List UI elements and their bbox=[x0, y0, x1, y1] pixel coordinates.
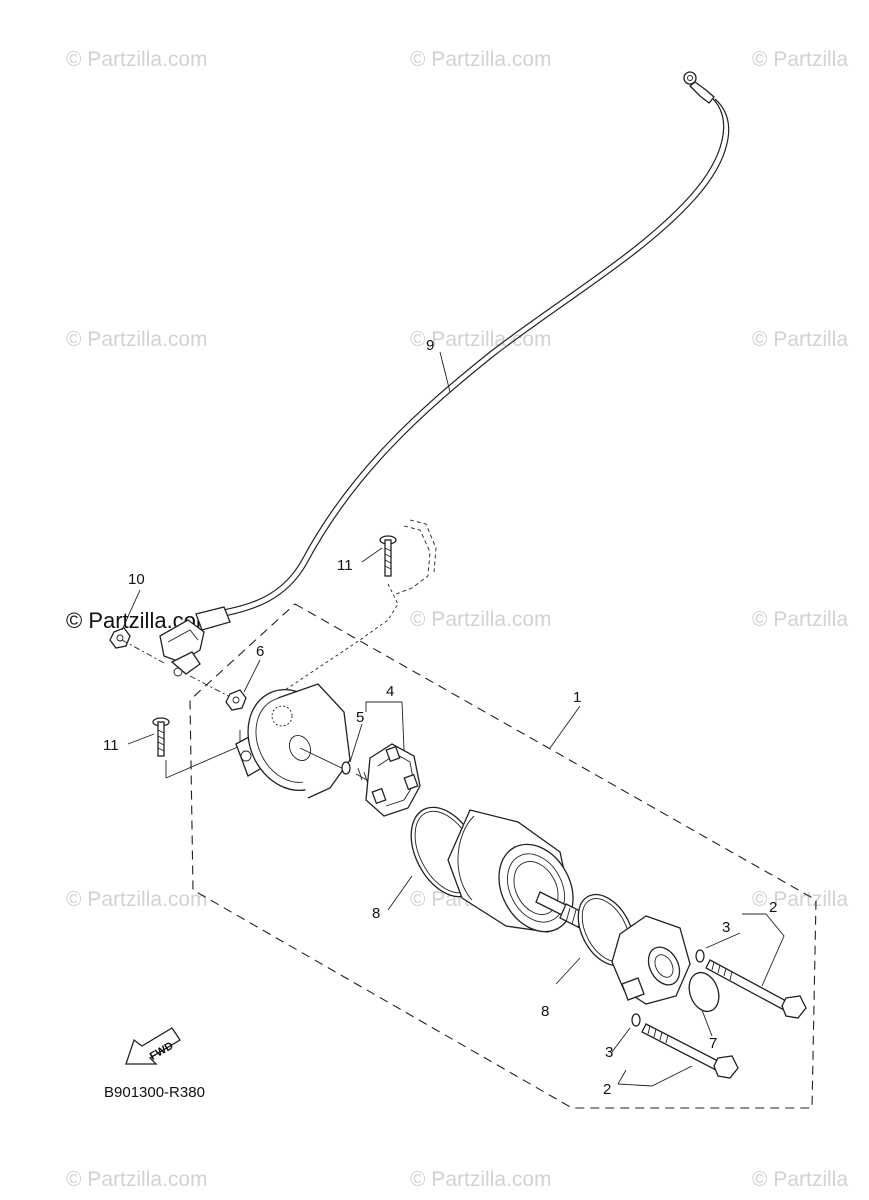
bolt-part-2-lower bbox=[631, 1013, 739, 1079]
cable-boot bbox=[195, 606, 231, 631]
callout-8: 8 bbox=[541, 1003, 549, 1020]
callout-2: 2 bbox=[603, 1081, 611, 1098]
watermark: © Partzilla bbox=[752, 888, 848, 911]
brush-holder-part-4 bbox=[355, 743, 421, 817]
nut-part-10 bbox=[109, 627, 131, 649]
screw-part-11-lower bbox=[152, 717, 241, 779]
callout-9: 9 bbox=[426, 337, 434, 354]
o-ring-part-5 bbox=[341, 761, 351, 775]
callout-6: 6 bbox=[256, 643, 264, 660]
callout-labels: 1 2 2 3 3 4 5 6 7 8 8 9 10 11 11 bbox=[103, 337, 777, 1098]
callout-11: 11 bbox=[337, 557, 353, 574]
watermark: © Partzilla bbox=[752, 48, 848, 71]
watermark: © Partzilla.com bbox=[410, 328, 552, 351]
fwd-arrow: FWD bbox=[125, 1027, 181, 1065]
washer-part-3-upper bbox=[695, 949, 705, 963]
diagram-code: B901300-R380 bbox=[104, 1084, 205, 1101]
callout-8: 8 bbox=[372, 905, 380, 922]
watermark: © Partzilla bbox=[752, 1168, 848, 1191]
o-ring-part-7 bbox=[688, 971, 720, 1013]
screw-part-11-upper bbox=[269, 519, 437, 701]
starter-cable bbox=[195, 71, 730, 631]
watermark: © Partzilla.com bbox=[410, 608, 552, 631]
washer-part-3-lower bbox=[631, 1013, 641, 1027]
watermark: © Partzilla.com bbox=[410, 48, 552, 71]
watermark: © Partzilla.com bbox=[66, 48, 208, 71]
yoke-housing bbox=[447, 809, 591, 933]
callout-7: 7 bbox=[709, 1035, 717, 1052]
watermark: © Partzilla.com bbox=[66, 888, 208, 911]
watermark: © Partzilla.com bbox=[66, 328, 208, 351]
leader-lines bbox=[121, 351, 785, 1087]
callout-11: 11 bbox=[103, 737, 119, 754]
watermark: © Partzilla.com bbox=[410, 1168, 552, 1191]
front-cover bbox=[611, 915, 691, 1005]
watermark-grid: © Partzilla.com © Partzilla.com © Partzi… bbox=[66, 48, 848, 1191]
cable-eyelet-terminal bbox=[683, 71, 697, 85]
callout-1: 1 bbox=[573, 689, 581, 706]
nut-part-6 bbox=[225, 689, 247, 711]
watermark: © Partzilla.com bbox=[66, 1168, 208, 1191]
callout-5: 5 bbox=[356, 709, 364, 726]
callout-3: 3 bbox=[722, 919, 730, 936]
rear-cover bbox=[235, 683, 351, 799]
callout-4: 4 bbox=[386, 683, 394, 700]
watermark: © Partzilla bbox=[752, 328, 848, 351]
callout-3: 3 bbox=[605, 1044, 613, 1061]
terminal-cover bbox=[159, 619, 205, 677]
callout-10: 10 bbox=[128, 571, 145, 588]
watermark: © Partzilla bbox=[752, 608, 848, 631]
callout-2: 2 bbox=[769, 899, 777, 916]
bolt-part-2-upper bbox=[695, 949, 807, 1019]
